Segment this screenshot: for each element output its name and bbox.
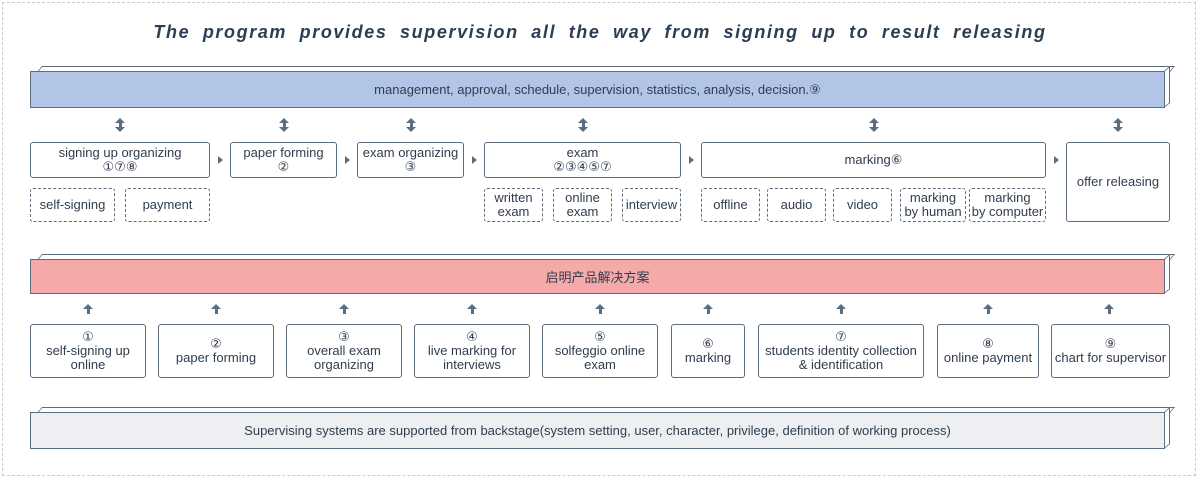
sub-item-payment: payment <box>125 188 210 222</box>
stage-refs: ② <box>277 159 290 174</box>
product-label: paper forming <box>175 350 257 365</box>
product-1: ① self-signing up online <box>30 324 146 378</box>
stage-exam-organizing: exam organizing ③ <box>357 142 464 178</box>
sub-item-marking-by-computer: marking by computer <box>969 188 1046 222</box>
product-5: ⑤ solfeggio online exam <box>542 324 658 378</box>
product-number: ⑥ <box>702 336 714 351</box>
sub-item-label: self-signing <box>39 197 106 212</box>
sub-item-video: video <box>833 188 892 222</box>
product-label: live marking for <box>427 343 517 358</box>
diagram-title: The program provides supervision all the… <box>153 22 1047 42</box>
solution-bar: 启明产品解决方案 <box>30 259 1165 294</box>
product-8: ⑧ online payment <box>937 324 1039 378</box>
stage-label: exam <box>566 145 599 160</box>
management-bar-label: management, approval, schedule, supervis… <box>374 81 821 97</box>
sub-item-label: written <box>494 190 533 205</box>
product-7: ⑦ students identity collection & identif… <box>758 324 924 378</box>
product-label: exam <box>584 357 616 372</box>
stage-exam: exam ②③④⑤⑦ <box>484 142 681 178</box>
backstage-bar-label: Supervising systems are supported from b… <box>244 423 951 438</box>
sub-item-label: offline <box>713 197 748 212</box>
backstage-bar: Supervising systems are supported from b… <box>30 412 1165 449</box>
product-label: overall exam <box>307 343 381 358</box>
product-9: ⑨ chart for supervisor <box>1051 324 1170 378</box>
sub-item-label: audio <box>780 197 813 212</box>
sub-item-label: exam <box>497 204 530 219</box>
sub-item-marking-by-human: marking by human <box>900 188 966 222</box>
arrow-right-5 <box>1054 156 1059 164</box>
sub-item-label: by human <box>904 204 962 219</box>
stage-label: exam organizing <box>362 145 459 160</box>
product-label: online <box>70 357 106 372</box>
product-label: self-signing up <box>46 343 130 358</box>
sub-item-label: marking <box>984 190 1031 205</box>
product-number: ① <box>82 329 94 344</box>
stage-paper-forming: paper forming ② <box>230 142 337 178</box>
product-number: ⑤ <box>594 329 606 344</box>
sub-item-label: interview <box>625 197 678 212</box>
product-label: chart for supervisor <box>1054 350 1167 365</box>
stage-refs: ②③④⑤⑦ <box>553 159 612 174</box>
product-number: ⑦ <box>835 329 847 344</box>
product-label: & identification <box>798 357 884 372</box>
product-2: ② paper forming <box>158 324 274 378</box>
arrow-right-2 <box>345 156 350 164</box>
stage-label: signing up organizing <box>58 145 182 160</box>
product-3: ③ overall exam organizing <box>286 324 402 378</box>
sub-item-label: online <box>565 190 600 205</box>
stage-marking: marking⑥ <box>701 142 1046 178</box>
sub-item-label: by computer <box>971 204 1044 219</box>
sub-item-label: payment <box>142 197 193 212</box>
sub-item-interview: interview <box>622 188 681 222</box>
product-number: ④ <box>466 329 478 344</box>
stage-refs: ①⑦⑧ <box>102 159 138 174</box>
product-6: ⑥ marking <box>671 324 745 378</box>
stage-label: paper forming <box>243 145 324 160</box>
stage-label: marking⑥ <box>844 152 903 167</box>
product-label: interviews <box>443 357 501 372</box>
product-label: online payment <box>943 350 1033 365</box>
sub-item-label: marking <box>909 190 957 205</box>
product-number: ⑨ <box>1104 336 1117 351</box>
arrow-right-4 <box>689 156 694 164</box>
product-4: ④ live marking for interviews <box>414 324 530 378</box>
sub-item-online-exam: online exam <box>553 188 612 222</box>
product-label: students identity collection <box>765 343 917 358</box>
stage-label: offer releasing <box>1076 174 1160 189</box>
solution-bar-label: 启明产品解决方案 <box>545 270 650 285</box>
product-label: marking <box>684 350 732 365</box>
stage-offer-releasing: offer releasing <box>1066 142 1170 222</box>
arrow-right-1 <box>218 156 223 164</box>
sub-item-offline: offline <box>701 188 760 222</box>
sub-item-label: video <box>846 197 879 212</box>
sub-item-label: exam <box>566 204 599 219</box>
sub-item-written-exam: written exam <box>484 188 543 222</box>
management-bar: management, approval, schedule, supervis… <box>30 71 1165 108</box>
arrow-right-3 <box>472 156 477 164</box>
product-number: ③ <box>338 329 350 344</box>
stage-refs: ③ <box>404 159 417 174</box>
product-label: organizing <box>314 357 374 372</box>
sub-item-audio: audio <box>767 188 826 222</box>
sub-item-self-signing: self-signing <box>30 188 115 222</box>
product-label: solfeggio online <box>554 343 646 358</box>
stage-signing-up: signing up organizing ①⑦⑧ <box>30 142 210 178</box>
product-number: ⑧ <box>982 336 994 351</box>
product-number: ② <box>210 336 222 351</box>
